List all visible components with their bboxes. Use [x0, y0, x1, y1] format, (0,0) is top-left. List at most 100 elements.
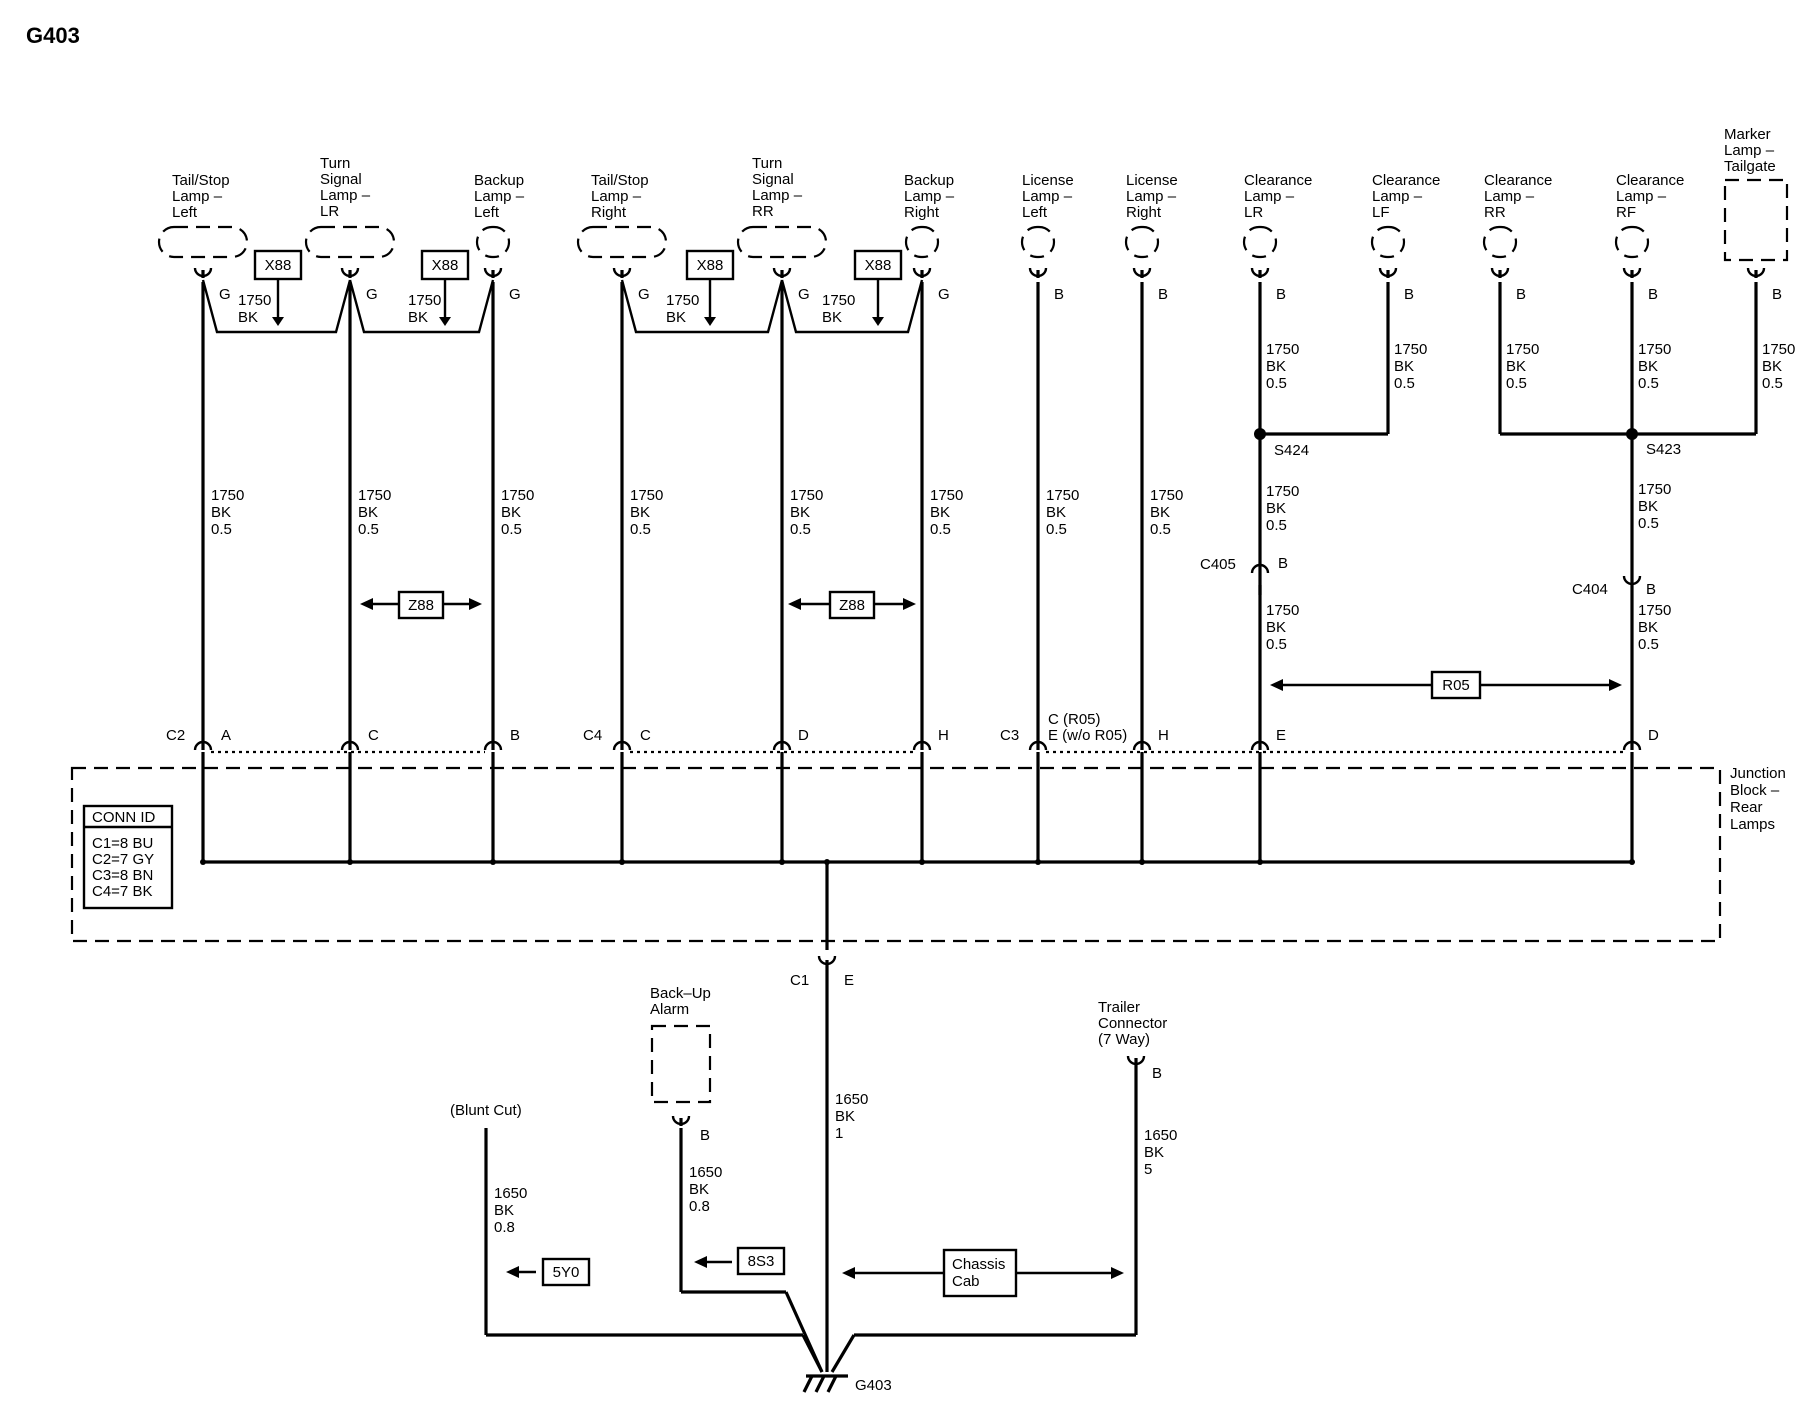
wire-label-tsr: 0.5: [630, 521, 651, 538]
option-z88-1-label: Z88: [408, 597, 434, 614]
component-label-llr: License: [1126, 172, 1178, 189]
option-5y0-label: 5Y0: [553, 1264, 580, 1281]
component-label-cllf: LF: [1372, 204, 1390, 221]
ground-symbol-hatch-0: [802, 1375, 814, 1393]
component-label-tsrr: Lamp –: [752, 187, 803, 204]
connector-c405-pin-label: B: [1278, 555, 1288, 572]
junction-cup-3: [612, 740, 632, 751]
junction-cup-7: [1132, 740, 1152, 751]
component-label-tslr: Lamp –: [320, 187, 371, 204]
option-r05-arrow-r: [1609, 679, 1622, 691]
junction-cup-1: [340, 740, 360, 751]
component-label-bur: Backup: [904, 172, 954, 189]
wire-label-blunt: BK: [494, 1202, 514, 1219]
wire-label-bridge-d: BK: [822, 309, 842, 326]
option-x88-4-label: X88: [865, 257, 892, 274]
lamp-bur: [904, 225, 940, 259]
backup-alarm-label: Alarm: [650, 1001, 689, 1018]
lamp-clrf: [1614, 225, 1650, 259]
pin-bur: G: [938, 286, 950, 303]
wire-label-bridge-c: BK: [666, 309, 686, 326]
trailer-connector-label: (7 Way): [1098, 1031, 1150, 1048]
pin-c3-h: H: [1158, 727, 1169, 744]
option-x88-1-arrow-head: [272, 317, 284, 326]
component-label-tsr: Tail/Stop: [591, 172, 649, 189]
component-label-clrr: Clearance: [1484, 172, 1552, 189]
option-z88-1-arrow-r: [469, 598, 482, 610]
component-label-tsrr: Turn: [752, 155, 782, 172]
blunt-cut-label: (Blunt Cut): [450, 1102, 522, 1119]
wire-label-bur: 1750: [930, 487, 963, 504]
pin-cllr: B: [1276, 286, 1286, 303]
option-x88-4: [853, 249, 903, 281]
bus-node-6: [1035, 859, 1041, 865]
trailer-connector-label: Trailer: [1098, 999, 1140, 1016]
pin-cllf: B: [1404, 286, 1414, 303]
component-label-llr: Right: [1126, 204, 1162, 221]
wire-label-main: 1: [835, 1125, 843, 1142]
wire-label-bridge-c: 1750: [666, 292, 699, 309]
junction-cup-4: [772, 740, 792, 751]
wire-label-main: 1650: [835, 1091, 868, 1108]
lamp-mlt: [1723, 178, 1789, 262]
pin-clrf: B: [1648, 286, 1658, 303]
option-8s3-label: 8S3: [748, 1253, 775, 1270]
wire-label-c404-down: 0.5: [1638, 636, 1659, 653]
wire-label-tsr: 1750: [630, 487, 663, 504]
wire-label-lll: 0.5: [1046, 521, 1067, 538]
option-z88-1-arrow-l: [360, 598, 373, 610]
component-label-tsl: Tail/Stop: [172, 172, 230, 189]
wire-label-llr: BK: [1150, 504, 1170, 521]
component-label-tslr: LR: [320, 203, 339, 220]
component-label-lll: Lamp –: [1022, 188, 1073, 205]
component-label-clrf: RF: [1616, 204, 1636, 221]
option-x88-2-label: X88: [432, 257, 459, 274]
option-chassis-cab-label: Cab: [952, 1273, 980, 1290]
option-x88-2: [420, 249, 470, 281]
junction-block-label: Junction: [1730, 765, 1786, 782]
wire-converge-2: [784, 1291, 824, 1373]
connector-c2-label: C2: [166, 727, 185, 744]
bus-node-5: [919, 859, 925, 865]
wire-label-upper-2: BK: [1506, 358, 1526, 375]
conn-id-header: CONN ID: [92, 809, 156, 826]
pin-c2-b: B: [510, 727, 520, 744]
junction-cup-2: [483, 740, 503, 751]
ground-symbol-hatch-1: [814, 1375, 826, 1393]
wire-label-s423-down: 0.5: [1638, 515, 1659, 532]
component-label-cllr: LR: [1244, 204, 1263, 221]
pin-c1-e: E: [844, 972, 854, 989]
component-label-clrf: Clearance: [1616, 172, 1684, 189]
conn-id-row-0: C1=8 BU: [92, 835, 153, 852]
component-label-bul: Left: [474, 204, 500, 221]
wire-label-trailer: 1650: [1144, 1127, 1177, 1144]
wire-label-s424-down: 0.5: [1266, 517, 1287, 534]
conn-id-box: [82, 804, 174, 910]
pin-a: A: [221, 727, 231, 744]
lamp-bul: [475, 225, 511, 259]
splice-s423: S423: [1646, 441, 1681, 458]
wire-label-tsl: BK: [211, 504, 231, 521]
bridge-right-1: [620, 279, 784, 334]
wire-label-tsrr: BK: [790, 504, 810, 521]
component-label-llr: Lamp –: [1126, 188, 1177, 205]
ground-symbol-hatch-2: [826, 1375, 838, 1393]
component-label-tsr: Right: [591, 204, 627, 221]
wire-label-bul: 1750: [501, 487, 534, 504]
wire-label-c405-down: 0.5: [1266, 636, 1287, 653]
bus-node-2: [490, 859, 496, 865]
component-label-mlt: Lamp –: [1724, 142, 1775, 159]
option-z88-2-label: Z88: [839, 597, 865, 614]
wire-label-upper-2: 0.5: [1506, 375, 1527, 392]
wire-label-lll: BK: [1046, 504, 1066, 521]
option-chassis-arrow-r: [1111, 1267, 1124, 1279]
junction-block-label: Lamps: [1730, 816, 1775, 833]
option-8s3: [736, 1246, 786, 1276]
option-r05-label: R05: [1442, 677, 1470, 694]
junction-cup-9: [1622, 740, 1642, 751]
pin-c3-e2: E: [1276, 727, 1286, 744]
wire-label-bridge-d: 1750: [822, 292, 855, 309]
wire-converge-3: [830, 1334, 856, 1373]
option-x88-1-label: X88: [265, 257, 292, 274]
connector-c404-pin-label: B: [1646, 581, 1656, 598]
